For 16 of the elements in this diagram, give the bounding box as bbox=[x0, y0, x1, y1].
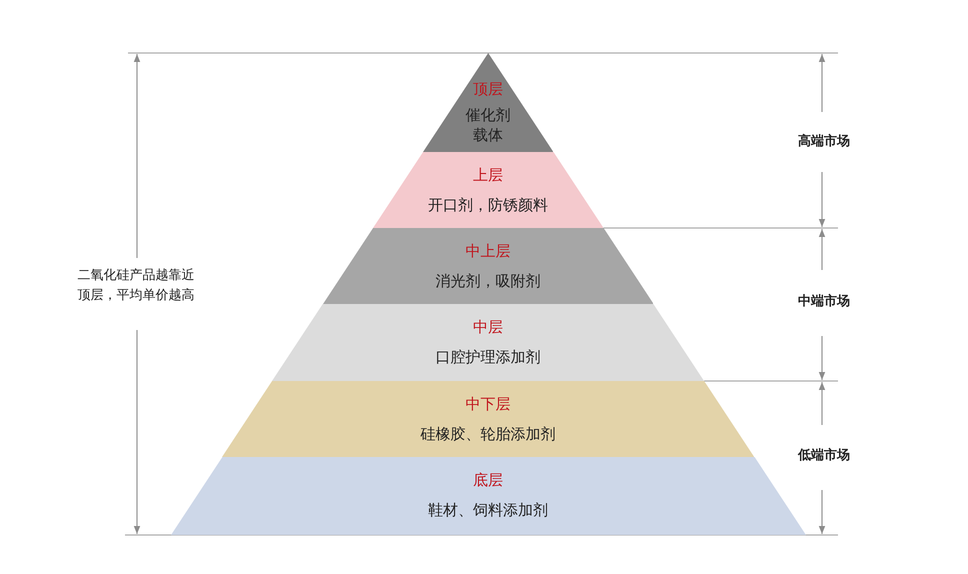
market-label: 中端市场 bbox=[797, 292, 851, 311]
layer-applications: 消光剂，吸附剂 bbox=[434, 272, 542, 292]
layer-title: 中上层 bbox=[465, 242, 510, 262]
market-label: 低端市场 bbox=[796, 446, 851, 465]
layer-title: 上层 bbox=[472, 166, 503, 186]
layer-title: 中层 bbox=[472, 318, 503, 338]
layer-title: 顶层 bbox=[472, 80, 503, 100]
note-text: 二氧化硅产品越靠近顶层，平均单价越高 bbox=[76, 267, 196, 306]
layer-applications: 硅橡胶、轮胎添加剂 bbox=[419, 425, 556, 444]
layer-title: 底层 bbox=[473, 471, 503, 490]
layer-applications: 鞋材、饲料添加剂 bbox=[427, 501, 549, 520]
market-label: 高端市场 bbox=[797, 132, 851, 151]
layer-applications: 催化剂载体 bbox=[464, 106, 512, 145]
layer-applications: 口腔护理添加剂 bbox=[434, 348, 542, 368]
layer-title: 中下层 bbox=[465, 395, 510, 414]
layer-applications: 开口剂，防锈颜料 bbox=[426, 196, 549, 216]
